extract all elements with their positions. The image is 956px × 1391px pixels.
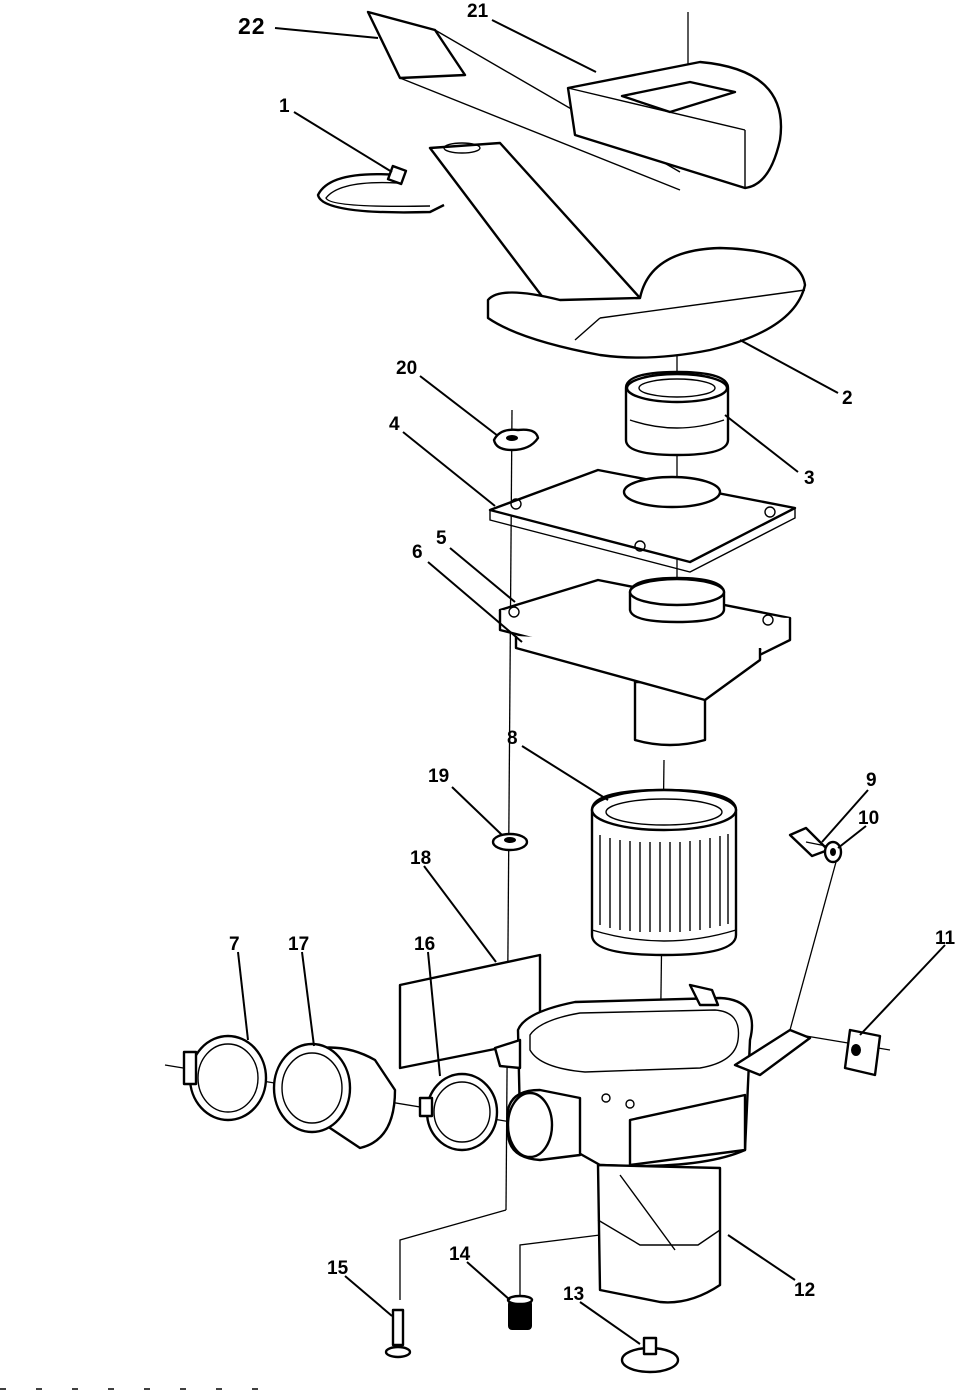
leader-line-21 [491,19,597,73]
part-10-washer [823,840,843,864]
callout-6: 6 [412,542,423,563]
callout-1: 1 [279,96,290,117]
leader-line-17 [301,951,315,1047]
callout-9: 9 [866,770,877,791]
part-19-washer [491,832,529,852]
callout-17: 17 [288,934,309,955]
assembly-axis-left [505,409,513,1211]
leader-line-8 [521,745,609,801]
callout-3: 3 [804,468,815,489]
callout-16: 16 [414,934,435,955]
leader-line-9 [821,789,869,843]
part-13-drain-valve [620,1336,680,1374]
callout-7: 7 [229,934,240,955]
leader-line-16 [427,951,441,1077]
callout-4: 4 [389,414,400,435]
part-7-outer-clamp [182,1034,268,1122]
part-17-inlet-duct [272,1042,397,1150]
callout-21: 21 [467,1,489,22]
leader-line-1 [293,111,393,173]
leader-line-4 [402,431,496,507]
part-12-lower-housing [596,1163,722,1304]
callout-15: 15 [327,1258,349,1279]
leader-line-5 [449,547,516,603]
leader-line-22 [274,27,379,39]
leader-line-11 [859,944,946,1036]
callout-11: 11 [935,928,956,949]
leader-line-6 [427,561,523,643]
part-2-silencer-housing [428,141,807,359]
callout-22: 22 [238,13,266,39]
part-4-top-plate [488,468,797,573]
part-16-clamp-ring [418,1072,499,1152]
callout-13: 13 [563,1284,584,1305]
leader-line-13 [579,1301,641,1345]
leader-line-7 [237,951,249,1041]
part-3-rubber-boot [624,370,730,457]
callout-14: 14 [449,1244,471,1265]
assembly-axis-left [399,1209,507,1300]
leader-line-3 [724,414,799,473]
part-8-air-filter [590,788,738,957]
callout-12: 12 [794,1280,815,1301]
leader-line-14 [466,1261,511,1301]
callout-8: 8 [507,728,518,749]
housing-inlet-snout [506,1088,582,1162]
part-1-clamp [316,164,445,214]
callout-18: 18 [410,848,431,869]
assembly-axis-bolt [789,861,837,1031]
part-6-gasket [514,636,762,702]
callout-20: 20 [396,358,417,379]
callout-19: 19 [428,766,449,787]
leader-line-19 [451,786,503,836]
callout-5: 5 [436,528,447,549]
part-20-nut [492,428,540,452]
part-11-bracket-clip [843,1028,882,1077]
callout-2: 2 [842,388,853,409]
part-14-drain-plug [506,1294,534,1330]
part-21-top-cover [566,60,783,190]
leader-line-2 [739,339,839,394]
callout-10: 10 [858,808,879,829]
part-15-screw [384,1308,412,1359]
leader-line-12 [727,1234,796,1281]
assembly-axis-drain [519,1234,601,1300]
leader-line-18 [423,865,497,963]
leader-line-20 [419,375,499,437]
leader-line-10 [837,825,867,849]
leader-line-15 [344,1275,393,1317]
